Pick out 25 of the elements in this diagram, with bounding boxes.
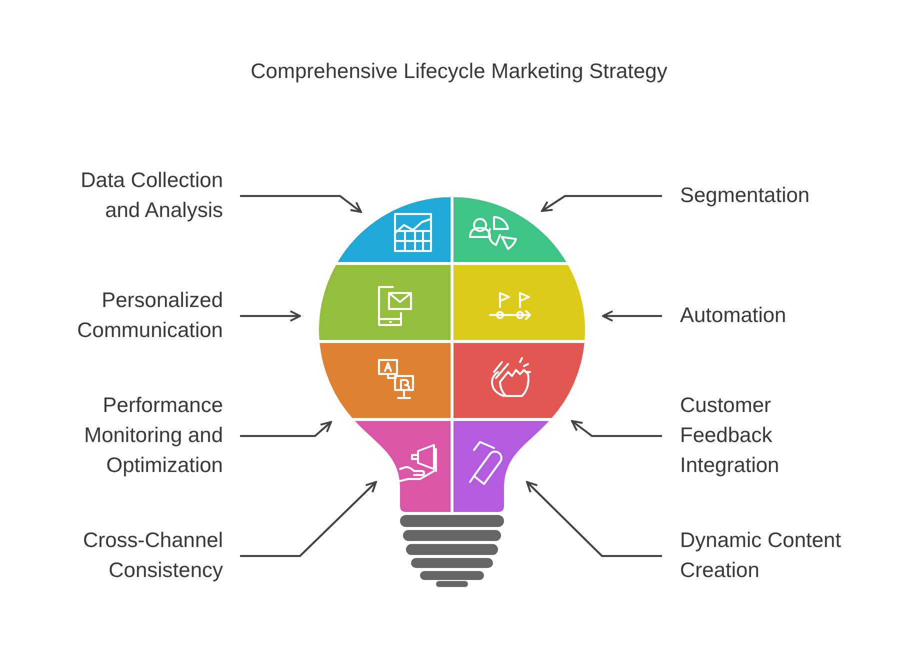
topic-label: Dynamic Content Creation (680, 526, 880, 586)
bulb-segment (454, 343, 584, 418)
topic-label: Customer Feedback Integration (680, 391, 800, 481)
topic-label: Automation (680, 301, 880, 331)
arrow (602, 310, 662, 322)
topic-label: Personalized Communication (48, 286, 223, 346)
topic-label: Cross-Channel Consistency (48, 526, 223, 586)
topic-label: Data Collection and Analysis (48, 166, 223, 226)
arrow (526, 481, 662, 557)
bulb-segment (454, 265, 585, 340)
arrow (571, 420, 662, 437)
bulb-segment (452, 197, 566, 262)
bulb-segment (454, 421, 549, 512)
bulb-segment (355, 421, 450, 512)
topic-label: Segmentation (680, 181, 880, 211)
bulb-segment (319, 265, 450, 340)
topic-label: Performance Monitoring and Optimization (48, 391, 223, 481)
arrow (240, 195, 362, 213)
bulb-segment (338, 197, 452, 262)
arrow (541, 195, 662, 212)
bulb-segment (320, 343, 450, 418)
arrow (240, 310, 301, 322)
arrow (240, 421, 332, 437)
title: Comprehensive Lifecycle Marketing Strategy (250, 60, 668, 84)
arrow (240, 481, 377, 557)
